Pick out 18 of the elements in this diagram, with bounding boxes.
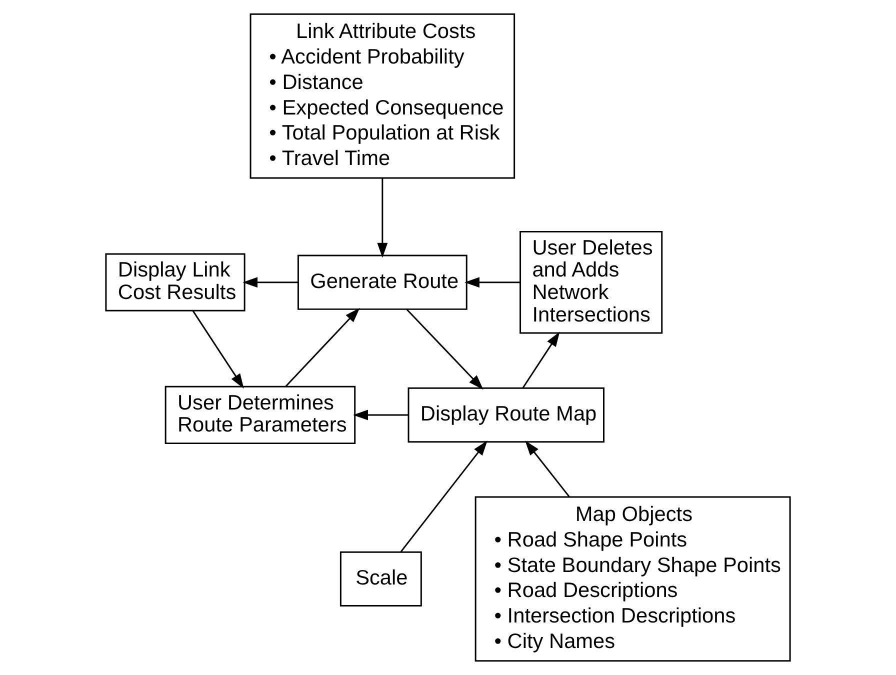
node-box: Display Route Map bbox=[408, 387, 604, 443]
arrow bbox=[400, 440, 488, 552]
arrow bbox=[522, 332, 560, 388]
arrow bbox=[192, 310, 244, 389]
node-box: User Deletes and Adds Network Intersections bbox=[520, 230, 663, 334]
arrow bbox=[353, 410, 408, 420]
node-box: Scale bbox=[340, 551, 422, 606]
node-box: Display Link Cost Results bbox=[105, 253, 246, 312]
node-box: Generate Route bbox=[297, 254, 468, 310]
arrow bbox=[377, 178, 388, 258]
node-box: User Determines Route Parameters bbox=[164, 386, 356, 444]
arrow bbox=[406, 308, 484, 390]
arrow bbox=[285, 308, 360, 388]
arrow bbox=[242, 277, 298, 288]
node-box: Link Attribute Costs • Accident Probability • Distance • Expected Consequence • Total Population at Risk • Travel Time bbox=[250, 13, 516, 179]
arrow bbox=[525, 440, 570, 498]
arrow bbox=[464, 277, 520, 288]
node-box: Map Objects • Road Shape Points • State Boundary Shape Points • Road Descriptions • Intersection Descriptions • City Names bbox=[474, 496, 791, 662]
